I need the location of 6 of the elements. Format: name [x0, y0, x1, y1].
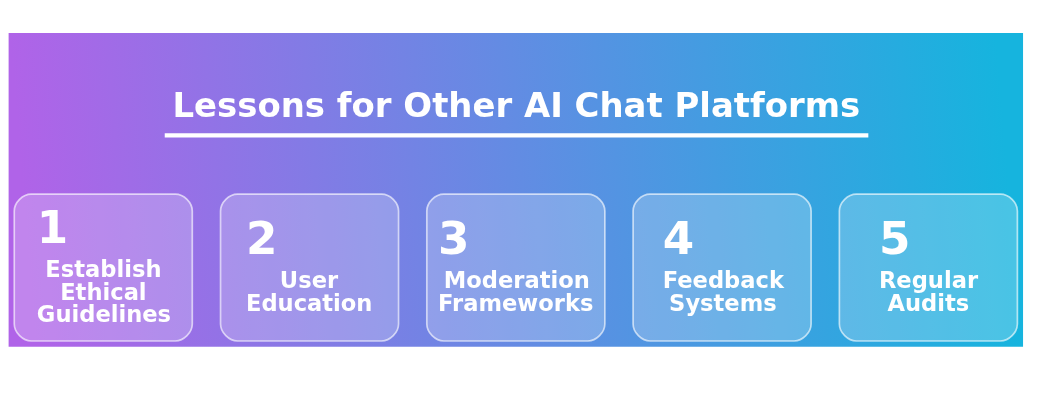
- node-box: 5 Regular Audits: [838, 193, 1019, 342]
- node-box: 4 Feedback Systems: [632, 193, 812, 342]
- node-box: 2 User Education: [219, 193, 400, 342]
- diagram-title: Lessons for Other AI Chat Platforms: [172, 85, 861, 125]
- node-box: 3 Moderation Frameworks: [425, 193, 606, 342]
- node-box: 1 Establish Ethical Guidelines: [13, 193, 194, 342]
